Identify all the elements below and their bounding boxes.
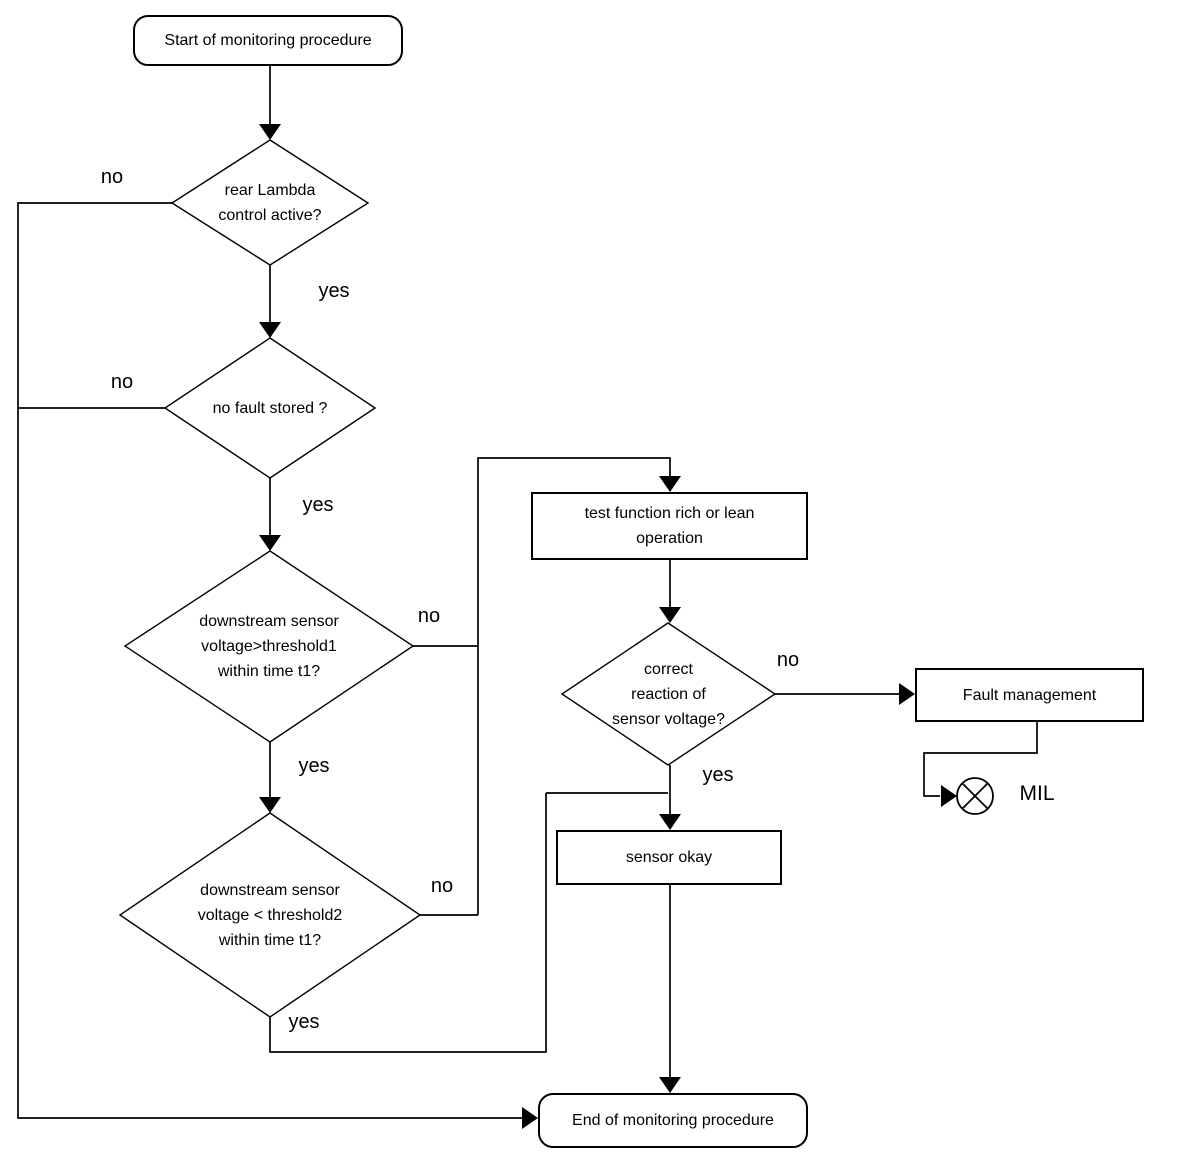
- decision-correct-reaction: correct reaction of sensor voltage?: [612, 660, 725, 728]
- decision-voltage-above-threshold1: downstream sensor voltage>threshold1 wit…: [199, 613, 339, 680]
- decision-no-fault-stored: no fault stored ?: [212, 399, 328, 417]
- decision-rear-lambda-control: rear Lambda control active?: [218, 181, 322, 224]
- arrowheads: [259, 124, 957, 1129]
- start-terminator: Start of monitoring procedure: [133, 15, 403, 66]
- mil-label: MIL: [1019, 782, 1055, 805]
- branch-label-threshold1-yes: yes: [298, 755, 330, 777]
- decision-voltage-below-threshold2: downstream sensor voltage < threshold2 w…: [197, 881, 343, 949]
- branch-label-rear-lambda-no: no: [100, 166, 124, 188]
- branch-label-threshold2-yes: yes: [288, 1011, 320, 1033]
- mil-lamp-icon: [956, 777, 994, 815]
- end-terminator: End of monitoring procedure: [538, 1093, 808, 1148]
- decision-correct-reaction-shape: [560, 622, 777, 766]
- decision-shapes: [118, 139, 777, 1018]
- branch-label-correct-reaction-yes: yes: [702, 764, 734, 786]
- process-test-function: test function rich or lean operation: [531, 492, 808, 560]
- branch-label-threshold1-no: no: [417, 605, 441, 627]
- branch-label-no-fault-no: no: [110, 371, 134, 393]
- branch-label-no-fault-yes: yes: [302, 494, 334, 516]
- branch-label-threshold2-no: no: [430, 875, 454, 897]
- connector-lines: [17, 66, 1038, 1119]
- branch-label-correct-reaction-no: no: [776, 649, 800, 671]
- branch-label-rear-lambda-yes: yes: [318, 280, 350, 302]
- process-fault-management: Fault management: [915, 668, 1144, 722]
- process-sensor-okay: sensor okay: [556, 830, 782, 885]
